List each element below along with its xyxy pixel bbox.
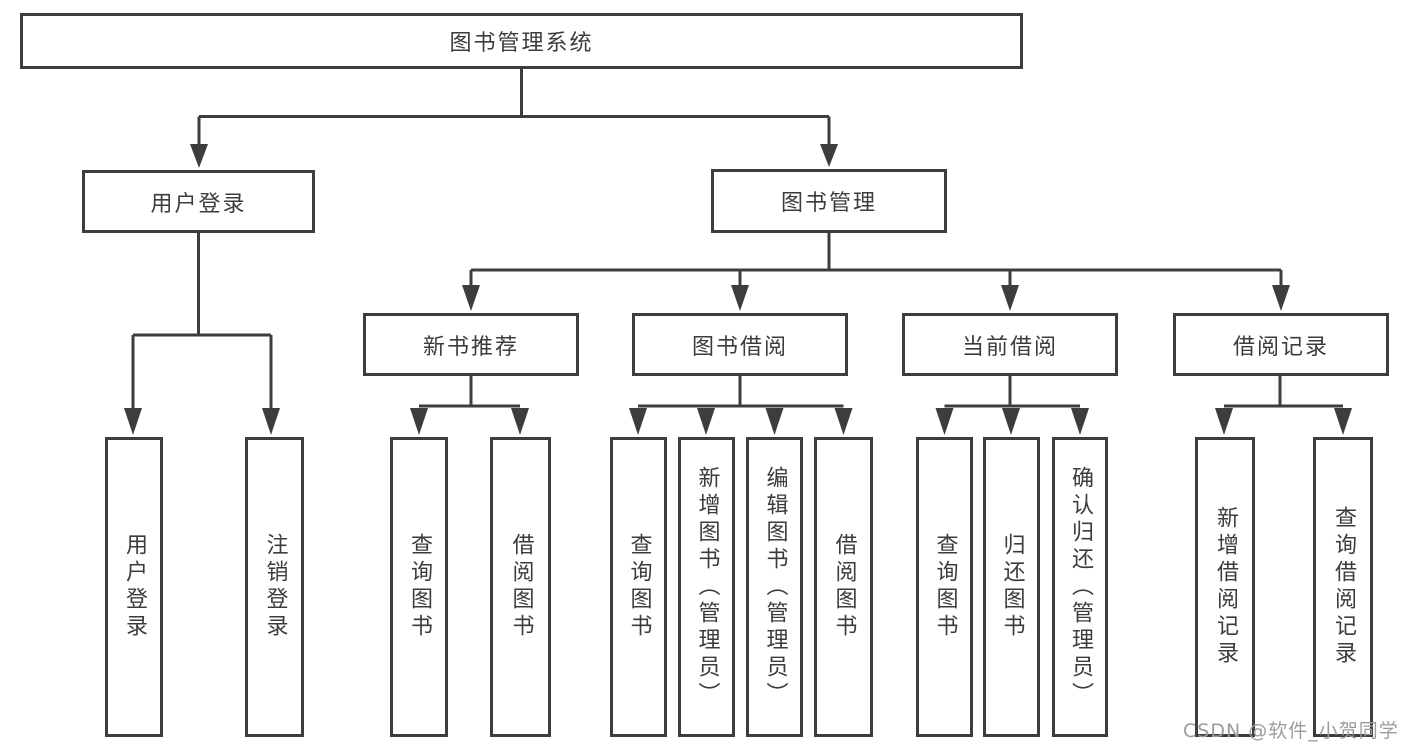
leaf-query-borrow-record: 查询借阅记录 [1313, 437, 1373, 737]
leaf-logout: 注销登录 [245, 437, 304, 737]
leaf-confirm-return-admin: 确认归还（管理员） [1052, 437, 1108, 737]
leaf-edit-books-admin: 编辑图书（管理员） [746, 437, 803, 737]
node-new-book-recommend: 新书推荐 [363, 313, 579, 376]
leaf-add-borrow-record: 新增借阅记录 [1195, 437, 1255, 737]
node-book-borrow: 图书借阅 [632, 313, 848, 376]
node-borrow-records: 借阅记录 [1173, 313, 1389, 376]
leaf-return-books: 归还图书 [983, 437, 1040, 737]
csdn-watermark: CSDN @软件_小贺同学 [1183, 720, 1399, 742]
leaf-add-books-admin: 新增图书（管理员） [678, 437, 735, 737]
leaf-user-login: 用户登录 [105, 437, 163, 737]
leaf-borrow-books: 借阅图书 [814, 437, 873, 737]
node-book-management: 图书管理 [711, 169, 947, 233]
leaf-query-books-borrow: 查询图书 [610, 437, 667, 737]
node-current-borrow: 当前借阅 [902, 313, 1118, 376]
leaf-query-books-recommend: 查询图书 [390, 437, 448, 737]
node-library-management-system: 图书管理系统 [20, 13, 1023, 69]
leaf-borrow-books-recommend: 借阅图书 [490, 437, 551, 737]
node-user-login: 用户登录 [82, 170, 315, 233]
leaf-query-books-current: 查询图书 [916, 437, 973, 737]
